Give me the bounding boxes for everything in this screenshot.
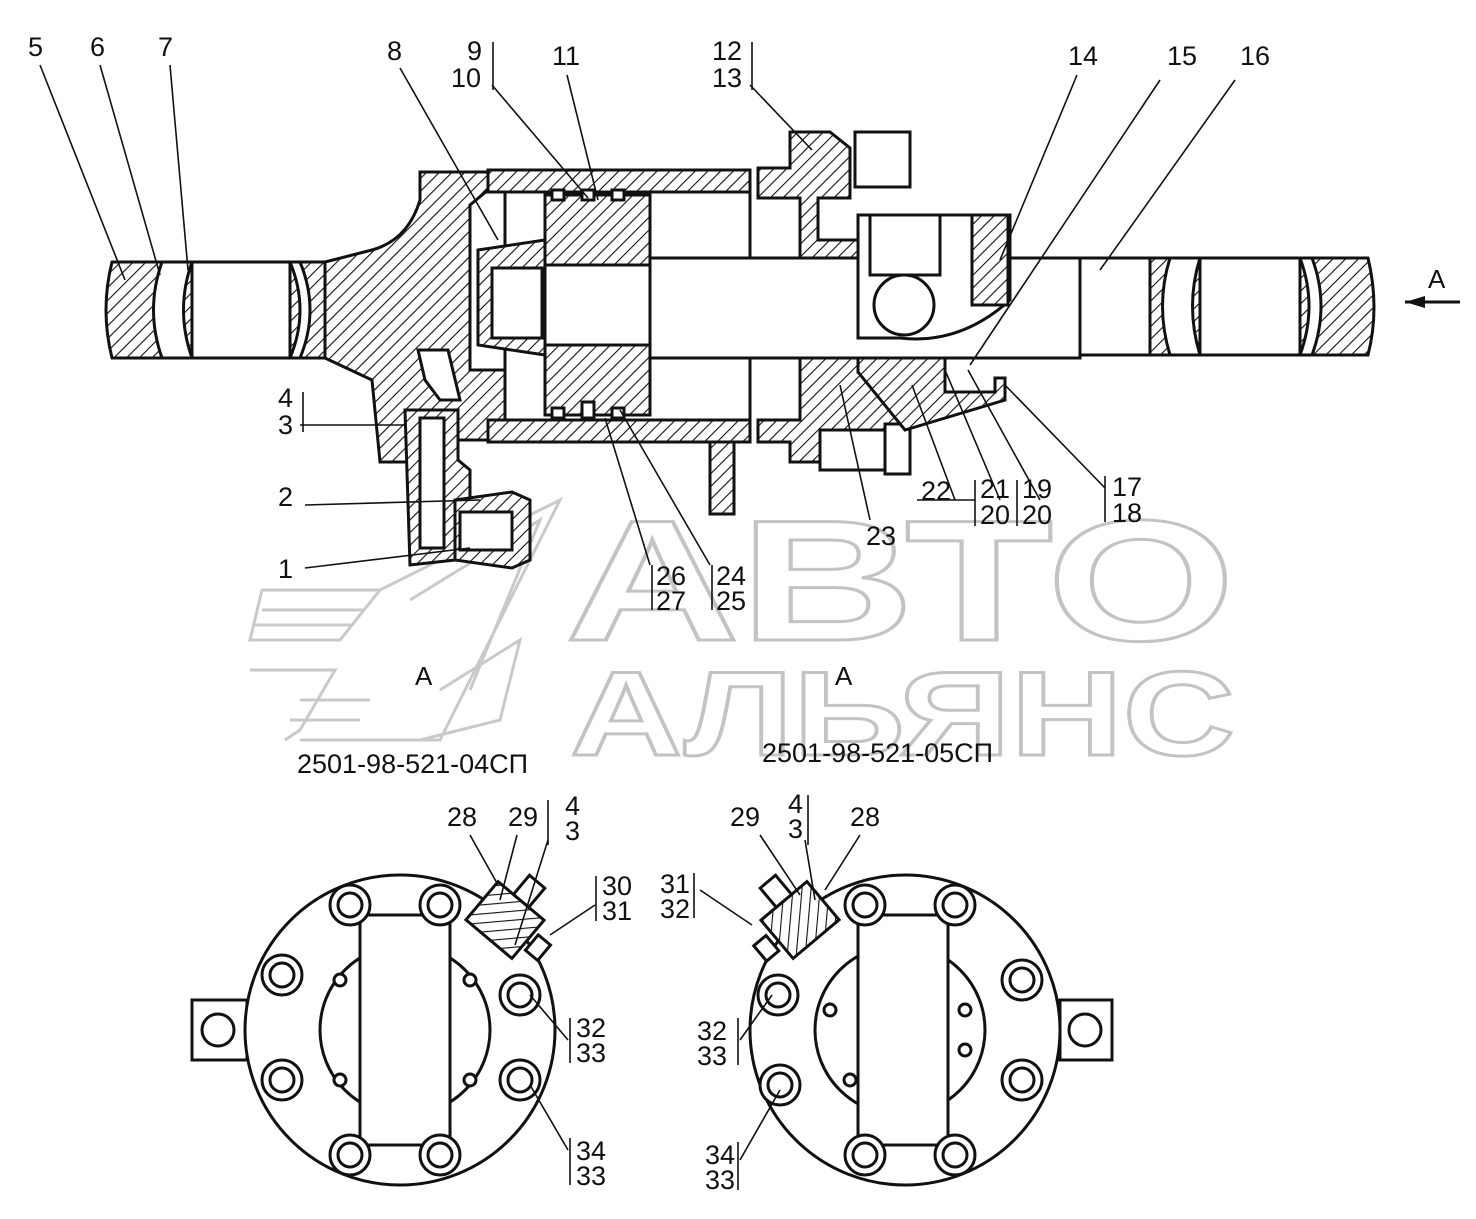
callout-22: 22 (921, 476, 951, 506)
ball-joint-ball (872, 273, 936, 337)
view-direction-arrow: A (1405, 264, 1460, 308)
right-eye-bore (1198, 256, 1302, 357)
view-arrow-label: A (1428, 264, 1446, 294)
right-port-fitting (751, 873, 842, 964)
callout-6: 6 (90, 32, 105, 62)
callout-14: 14 (1068, 41, 1098, 71)
right-designation: 2501-98-521-05СП (762, 738, 993, 768)
right-callout-34: 34 (705, 1140, 735, 1170)
leader-lines (39, 42, 1236, 610)
left-callout-33b: 33 (576, 1161, 606, 1191)
left-callout-31: 31 (602, 896, 632, 926)
watermark-line2: АЛЬЯНС (570, 647, 1235, 781)
callout-23: 23 (866, 521, 896, 551)
callout-4-main: 4 (278, 383, 293, 413)
callout-5: 5 (28, 32, 43, 62)
left-eye-bore (190, 260, 292, 360)
callout-16: 16 (1240, 41, 1270, 71)
callout-11: 11 (552, 41, 580, 71)
callout-24: 24 (716, 561, 746, 591)
callout-19: 19 (1022, 474, 1052, 504)
callout-9: 9 (467, 36, 482, 66)
right-callout-29: 29 (730, 802, 760, 832)
callout-3-main: 3 (278, 410, 293, 440)
right-callout-33b: 33 (705, 1165, 735, 1195)
left-view-mark: A (415, 661, 433, 691)
right-callout-31: 31 (660, 869, 690, 899)
ball-joint-wall (970, 213, 1010, 307)
right-callout-3: 3 (788, 814, 803, 844)
right-retaining-ring (1297, 256, 1323, 357)
callout-12: 12 (712, 36, 742, 66)
left-retaining-ring (287, 260, 312, 360)
left-callout-30: 30 (602, 871, 632, 901)
left-callout-32: 32 (576, 1013, 606, 1043)
callout-17: 17 (1112, 472, 1142, 502)
watermark-line1: АВТО (565, 485, 1235, 677)
callout-13: 13 (712, 63, 742, 93)
callout-10: 10 (451, 63, 481, 93)
main-callouts: 5 6 7 8 9 10 11 12 13 14 15 16 4 3 2 1 2… (28, 32, 1270, 616)
callout-1: 1 (278, 554, 293, 584)
right-view-mark: A (835, 661, 853, 691)
callout-15: 15 (1167, 41, 1197, 71)
callout-20b: 20 (1022, 500, 1052, 530)
right-end-view: 29 4 3 28 31 32 32 33 34 33 (660, 789, 1114, 1195)
left-mount-tab-hole (200, 1012, 236, 1048)
right-leaders (693, 795, 861, 1190)
cylinder-section-view: A (39, 42, 1460, 610)
gland-top-bolt (853, 130, 912, 189)
left-callout-29: 29 (508, 802, 538, 832)
ball-joint-plug (868, 213, 942, 277)
callout-26: 26 (656, 561, 686, 591)
gland-bolt-head (883, 422, 912, 476)
rod-seal-housing (856, 356, 1007, 432)
left-designation: 2501-98-521-04СП (297, 749, 528, 779)
callout-7: 7 (158, 32, 173, 62)
right-spherical-bearing (1161, 256, 1203, 357)
right-callout-28: 28 (850, 802, 880, 832)
left-callout-28: 28 (447, 802, 477, 832)
left-callout-34: 34 (576, 1136, 606, 1166)
piston-rod-bore (543, 263, 652, 347)
callout-2: 2 (278, 482, 293, 512)
barrel-bottom-wall (486, 418, 752, 444)
left-bolt-holes (260, 883, 542, 1177)
right-callout-32b: 32 (697, 1016, 727, 1046)
callout-8: 8 (387, 36, 402, 66)
right-callout-32a: 32 (660, 894, 690, 924)
callout-27: 27 (656, 586, 686, 616)
left-callout-33a: 33 (576, 1038, 606, 1068)
left-leaders (469, 800, 597, 1185)
left-callout-3: 3 (565, 816, 580, 846)
rod-end-stem (1078, 256, 1152, 357)
callout-18: 18 (1112, 498, 1142, 528)
oil-port-channel (418, 416, 446, 550)
right-rod-block (856, 913, 950, 1147)
right-mount-tab-hole (1067, 1012, 1103, 1048)
left-port-fitting (463, 873, 553, 963)
callout-25: 25 (716, 586, 746, 616)
watermark: АВТО АЛЬЯНС (248, 484, 1237, 783)
view-titles: A A 2501-98-521-04СП 2501-98-521-05СП (297, 661, 993, 779)
right-bolt-holes (756, 883, 1044, 1177)
piston-nut-core (490, 266, 544, 340)
front-gland-top (756, 130, 860, 260)
callout-20a: 20 (980, 500, 1010, 530)
piston-seals (550, 188, 626, 420)
barrel-bottom-lug (708, 440, 736, 516)
union-nipple (458, 510, 514, 552)
left-spherical-bearing (152, 260, 195, 360)
left-end-view: 28 29 4 3 30 31 32 33 34 33 (190, 791, 632, 1191)
left-callout-4: 4 (565, 791, 580, 821)
callout-21: 21 (980, 474, 1010, 504)
oil-port-elbow (416, 348, 462, 402)
right-callout-33a: 33 (697, 1041, 727, 1071)
right-callout-4: 4 (788, 789, 803, 819)
left-rod-block (358, 913, 452, 1147)
